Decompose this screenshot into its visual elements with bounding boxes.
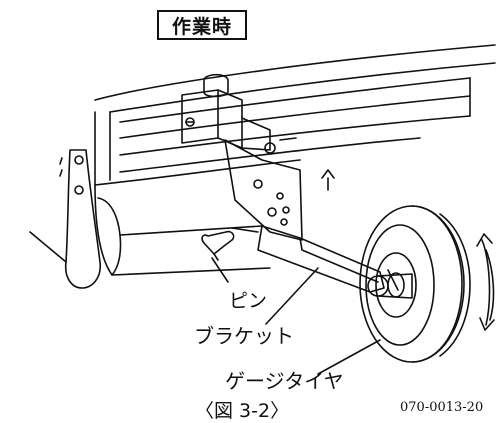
label-gauge-tire: ゲージタイヤ bbox=[225, 369, 344, 393]
machine-body bbox=[94, 44, 496, 186]
side-arm bbox=[29, 149, 102, 289]
pin bbox=[201, 227, 259, 283]
figure-code: 070-0013-20 bbox=[400, 400, 484, 415]
rotation-arrow-icon bbox=[476, 233, 495, 331]
mode-title: 作業時 bbox=[157, 10, 247, 40]
label-bracket: ブラケット bbox=[194, 324, 294, 348]
leader-lines bbox=[265, 267, 381, 375]
bracket-plate bbox=[224, 139, 335, 241]
upper-mount bbox=[181, 73, 297, 154]
roller-housing bbox=[94, 184, 271, 276]
label-pin: ピン bbox=[229, 290, 268, 312]
figure-caption: 〈図 3-2〉 bbox=[195, 400, 290, 422]
gauge-tire bbox=[359, 205, 471, 363]
bracket-arm bbox=[257, 225, 385, 293]
